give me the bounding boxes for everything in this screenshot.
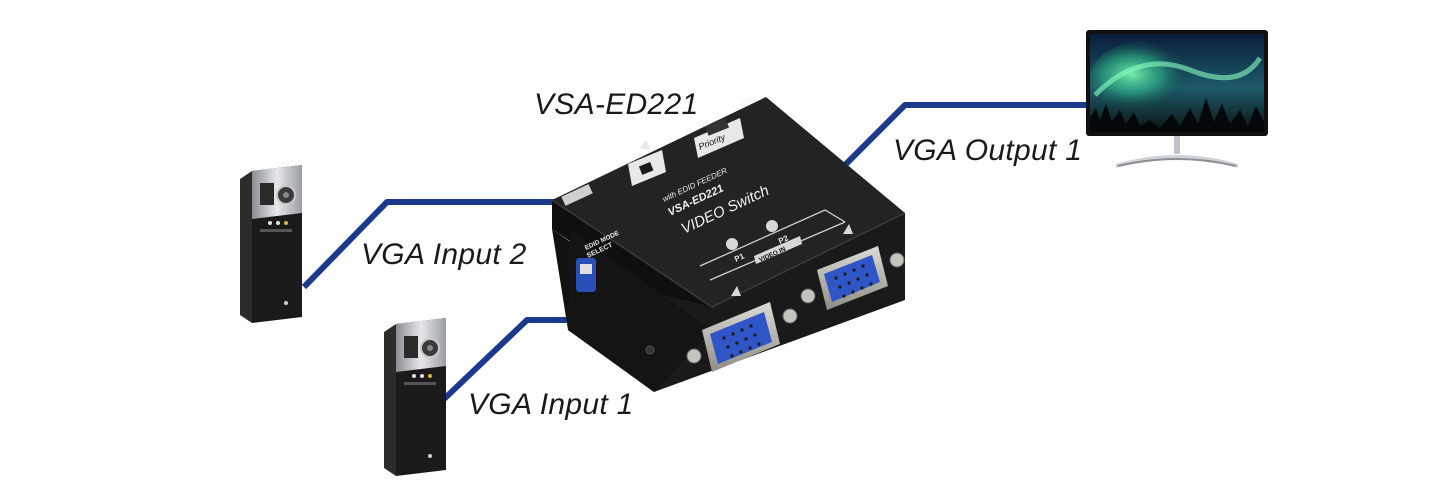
pc-input-1 (384, 318, 446, 476)
led-p2 (766, 220, 778, 232)
pc-input-2 (240, 165, 302, 323)
model-label: VSA-ED221 (534, 88, 699, 121)
cable-input-2 (301, 199, 555, 290)
vga-port-p2[interactable] (800, 246, 905, 310)
led-p1 (726, 238, 738, 250)
vga-port-p1[interactable] (686, 302, 798, 372)
vga-switch: Priority DC 5V with EDID FEEDER VSA-ED22… (551, 96, 906, 392)
vga-input-1-label: VGA Input 1 (468, 388, 634, 421)
vga-switch-box-icon: Priority DC 5V with EDID FEEDER VSA-ED22… (551, 96, 906, 392)
port-1-label: P1 (733, 251, 746, 264)
monitor-output (1086, 30, 1268, 168)
monitor-icon (1086, 30, 1268, 168)
desktop-tower-icon (240, 165, 302, 323)
vga-output-1-label: VGA Output 1 (893, 134, 1083, 167)
cable-output-1 (842, 102, 1090, 168)
vga-input-2-label: VGA Input 2 (361, 238, 527, 271)
desktop-tower-icon (384, 318, 446, 476)
edid-dip-switch[interactable] (576, 258, 596, 292)
